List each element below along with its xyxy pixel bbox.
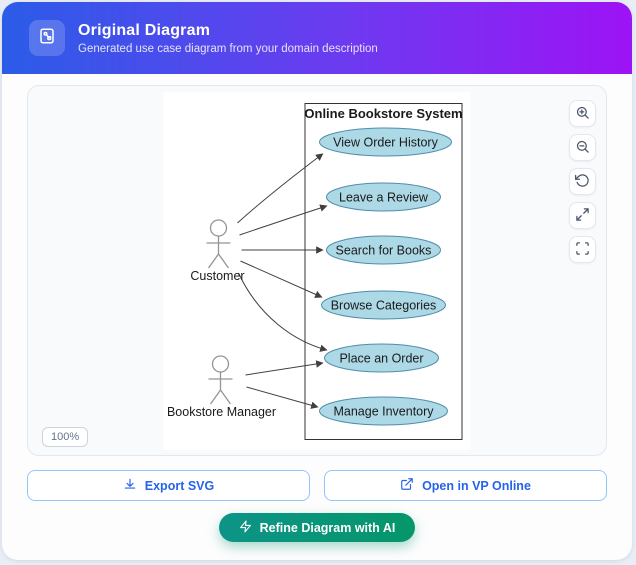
card-header: Original Diagram Generated use case diag… <box>2 2 632 74</box>
zoom-in-icon <box>575 105 590 123</box>
download-icon <box>123 477 137 494</box>
zoom-level-badge: 100% <box>42 427 89 447</box>
edge-customer-view-order-history <box>237 153 324 224</box>
header-text: Original Diagram Generated use case diag… <box>78 22 378 55</box>
refine-diagram-ai-button[interactable]: Refine Diagram with AI <box>218 513 416 542</box>
reset-view-icon <box>575 173 590 191</box>
page-subtitle: Generated use case diagram from your dom… <box>78 42 378 55</box>
actor-customer: Customer <box>190 219 245 283</box>
edge-customer-browse-categories <box>240 260 323 298</box>
header-icon-tile <box>29 20 65 56</box>
use-case-place-an-order <box>324 343 439 373</box>
use-case-diagram: Online Bookstore System Vie <box>167 103 463 440</box>
actor-label: Customer <box>190 269 244 283</box>
external-link-icon <box>400 477 414 494</box>
use-case-browse-categories <box>321 290 446 320</box>
open-vp-online-label: Open in VP Online <box>422 478 531 493</box>
use-case-label: Place an Order <box>339 352 423 366</box>
use-case-label: Manage Inventory <box>333 405 434 419</box>
actions-row: Export SVG Open in VP Online <box>27 470 607 501</box>
use-case-label: Search for Books <box>336 244 432 258</box>
use-case-manage-inventory <box>319 396 448 426</box>
edge-customer-place-an-order <box>238 272 328 352</box>
edge-customer-leave-a-review <box>239 204 328 236</box>
diagram-icon <box>38 27 56 50</box>
use-case-label: View Order History <box>333 136 438 150</box>
export-svg-label: Export SVG <box>144 478 215 493</box>
zoom-out-button[interactable] <box>569 134 596 161</box>
use-case-label: Browse Categories <box>331 299 437 313</box>
open-vp-online-button[interactable]: Open in VP Online <box>324 470 607 501</box>
system-boundary-title: Online Bookstore System <box>304 106 462 121</box>
export-svg-button[interactable]: Export SVG <box>27 470 310 501</box>
use-case-label: Leave a Review <box>339 191 429 205</box>
refine-diagram-ai-label: Refine Diagram with AI <box>259 520 396 535</box>
use-case-leave-a-review <box>326 182 441 212</box>
refine-row: Refine Diagram with AI <box>27 513 607 542</box>
card-content: Online Bookstore System Vie <box>2 74 632 542</box>
reset-view-button[interactable] <box>569 168 596 195</box>
zoom-out-icon <box>575 139 590 157</box>
use-case-search-for-books <box>326 235 441 265</box>
expand-icon <box>575 207 590 225</box>
association-edges <box>237 153 328 409</box>
use-case-view-order-history <box>319 127 452 157</box>
edge-manager-place-an-order <box>245 360 324 376</box>
page-title: Original Diagram <box>78 21 211 39</box>
fullscreen-button[interactable] <box>569 236 596 263</box>
system-boundary <box>304 103 463 440</box>
zap-icon <box>239 520 252 536</box>
zoom-in-button[interactable] <box>569 100 596 127</box>
viewer-controls <box>569 100 596 263</box>
diagram-card: Original Diagram Generated use case diag… <box>2 2 632 560</box>
use-case-nodes: View Order History Leave a Review Search… <box>319 127 452 426</box>
actor-bookstore-manager: Bookstore Manager <box>167 355 276 419</box>
actor-label: Bookstore Manager <box>167 405 276 419</box>
fullscreen-icon <box>575 241 590 259</box>
diagram-canvas[interactable]: Online Bookstore System Vie <box>163 92 471 450</box>
expand-button[interactable] <box>569 202 596 229</box>
edge-manager-manage-inventory <box>246 386 319 409</box>
diagram-viewer: Online Bookstore System Vie <box>27 85 607 456</box>
